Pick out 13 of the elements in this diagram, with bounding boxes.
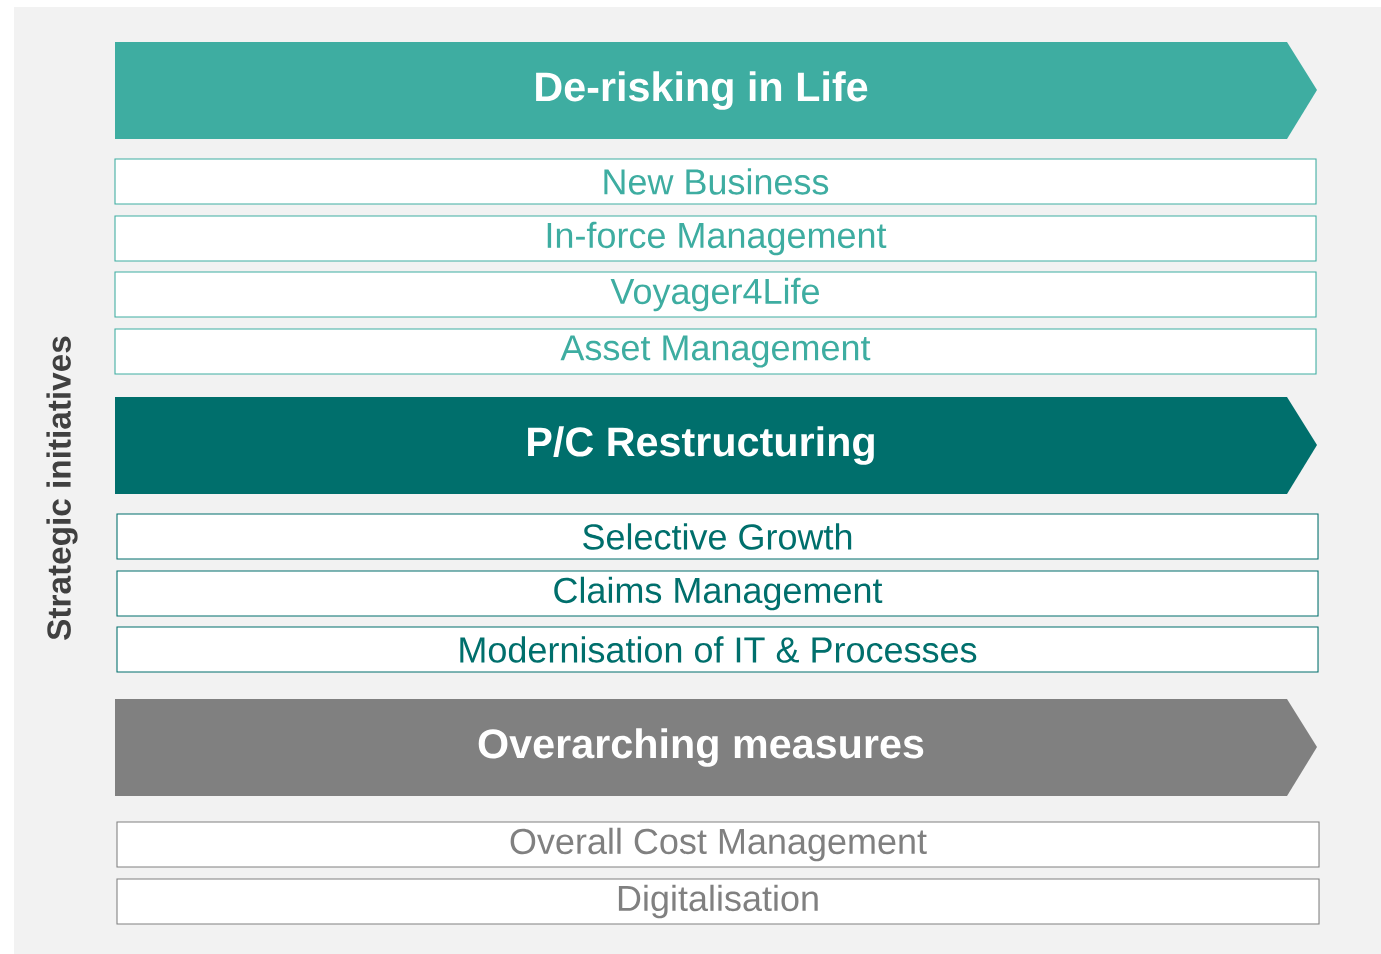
chevron-banner: P/C Restructuring — [115, 397, 1317, 494]
initiative-box: Digitalisation — [116, 878, 1320, 925]
initiative-box: In-force Management — [114, 215, 1317, 262]
initiative-box: New Business — [114, 158, 1317, 205]
side-label: Strategic initiatives — [46, 336, 78, 640]
initiative-box: Voyager4Life — [114, 271, 1317, 318]
initiative-box: Asset Management — [114, 328, 1317, 375]
chevron-banner: De-risking in Life — [115, 42, 1317, 139]
initiative-box: Modernisation of IT & Processes — [116, 626, 1319, 673]
initiative-box: Claims Management — [116, 570, 1319, 617]
initiative-box: Overall Cost Management — [116, 821, 1320, 868]
chevron-banner: Overarching measures — [115, 699, 1317, 796]
initiative-box: Selective Growth — [116, 513, 1319, 560]
